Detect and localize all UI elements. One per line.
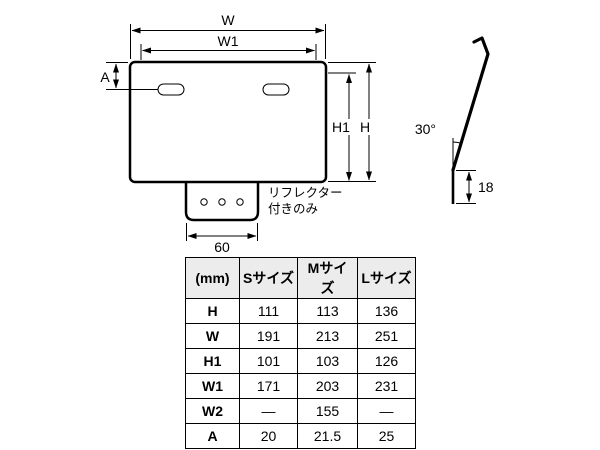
row-label: W bbox=[185, 323, 240, 349]
value-s: 111 bbox=[239, 298, 298, 324]
value-m: 155 bbox=[297, 398, 358, 424]
bracket-hole-right bbox=[236, 198, 244, 206]
value-l: 126 bbox=[357, 348, 416, 374]
value-m: 103 bbox=[297, 348, 358, 374]
value-m: 203 bbox=[297, 373, 358, 399]
bracket-hole-left bbox=[200, 198, 208, 206]
value-s: 191 bbox=[239, 323, 298, 349]
dim-label-h: H bbox=[360, 119, 370, 135]
dimension-18: 18 bbox=[456, 170, 494, 204]
dimension-h1: H1 bbox=[328, 72, 356, 181]
dim-label-w1: W1 bbox=[218, 33, 239, 49]
col-header-size-m: Mサイズ bbox=[297, 257, 358, 299]
dim-label-a: A bbox=[100, 69, 110, 85]
value-l: 231 bbox=[357, 373, 416, 399]
dimension-60: 60 bbox=[186, 223, 258, 255]
reflector-note: リフレクター 付きのみ bbox=[268, 186, 343, 216]
value-l: 251 bbox=[357, 323, 416, 349]
value-s: — bbox=[239, 398, 298, 424]
dimension-w: W bbox=[130, 12, 326, 59]
table-row-h: H 111 113 136 bbox=[185, 298, 416, 324]
plate-outline bbox=[128, 60, 328, 184]
dimension-a: A bbox=[100, 62, 158, 90]
plate-side-profile bbox=[451, 36, 490, 172]
row-label: W1 bbox=[185, 373, 240, 399]
dim-label-h1: H1 bbox=[332, 119, 350, 135]
value-s: 171 bbox=[239, 373, 298, 399]
front-view: W W1 A H1 bbox=[100, 12, 376, 255]
table-row-h1: H1 101 103 126 bbox=[185, 348, 416, 374]
angle-arc bbox=[452, 141, 462, 144]
value-m: 213 bbox=[297, 323, 358, 349]
reflector-note-line1: リフレクター bbox=[268, 186, 343, 200]
label-mask bbox=[330, 119, 352, 135]
row-label: W2 bbox=[185, 398, 240, 424]
angle-label: 30° bbox=[415, 121, 436, 137]
table-row-w2: W2 — 155 — bbox=[185, 398, 416, 424]
col-header-size-l: Lサイズ bbox=[357, 257, 416, 299]
table-row-a: A 20 21.5 25 bbox=[185, 423, 416, 449]
dimension-h: H bbox=[328, 62, 376, 182]
value-s: 101 bbox=[239, 348, 298, 374]
row-label: A bbox=[185, 423, 240, 449]
side-view: 30° 18 bbox=[415, 36, 494, 204]
row-label: H1 bbox=[185, 348, 240, 374]
table-header-row: (mm) Sサイズ Mサイズ Lサイズ bbox=[185, 257, 416, 299]
col-header-mm: (mm) bbox=[185, 257, 240, 299]
dim-label-60: 60 bbox=[214, 239, 230, 255]
table-row-w1: W1 171 203 231 bbox=[185, 373, 416, 399]
reflector-note-line2: 付きのみ bbox=[268, 202, 318, 216]
dim-label-w: W bbox=[221, 12, 235, 28]
mounting-slot-right bbox=[262, 83, 290, 96]
row-label: H bbox=[185, 298, 240, 324]
dim-label-18: 18 bbox=[478, 179, 494, 195]
bracket-hole-center bbox=[218, 198, 226, 206]
value-m: 113 bbox=[297, 298, 358, 324]
value-s: 20 bbox=[239, 423, 298, 449]
col-header-size-s: Sサイズ bbox=[239, 257, 298, 299]
value-l: — bbox=[357, 398, 416, 424]
label-mask bbox=[357, 119, 373, 135]
size-table: (mm) Sサイズ Mサイズ Lサイズ H 111 113 136 W 191 … bbox=[185, 257, 416, 449]
table-row-w: W 191 213 251 bbox=[185, 323, 416, 349]
value-m: 21.5 bbox=[297, 423, 358, 449]
value-l: 136 bbox=[357, 298, 416, 324]
value-l: 25 bbox=[357, 423, 416, 449]
dimension-w1: W1 bbox=[140, 33, 317, 60]
